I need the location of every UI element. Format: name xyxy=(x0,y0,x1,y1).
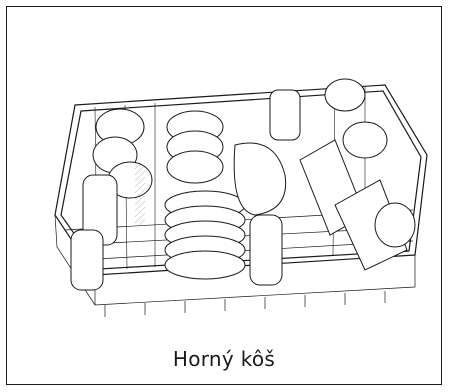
upper-basket-illustration xyxy=(35,65,451,335)
upper-basket-drawing xyxy=(35,65,435,325)
plates xyxy=(165,191,245,279)
caption: Horný kôš xyxy=(7,347,441,371)
tine-shading xyxy=(135,165,145,225)
figure-frame: Horný kôš xyxy=(6,6,442,385)
cups-right xyxy=(300,79,415,270)
